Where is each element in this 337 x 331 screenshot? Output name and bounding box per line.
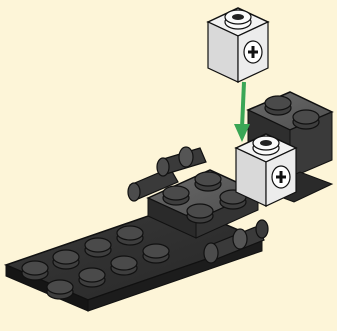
- technic-axle-cross-icon: [272, 166, 290, 188]
- white-technic-brick-new: [208, 8, 268, 82]
- technic-axle-cross-icon: [244, 41, 262, 63]
- stud: [22, 261, 48, 280]
- white-technic-brick-placed: [236, 134, 296, 206]
- stud: [117, 226, 143, 245]
- stud: [53, 250, 79, 269]
- stud: [85, 238, 111, 257]
- stud: [143, 244, 169, 263]
- stud: [111, 256, 137, 275]
- stud: [47, 280, 73, 299]
- stud: [79, 268, 105, 287]
